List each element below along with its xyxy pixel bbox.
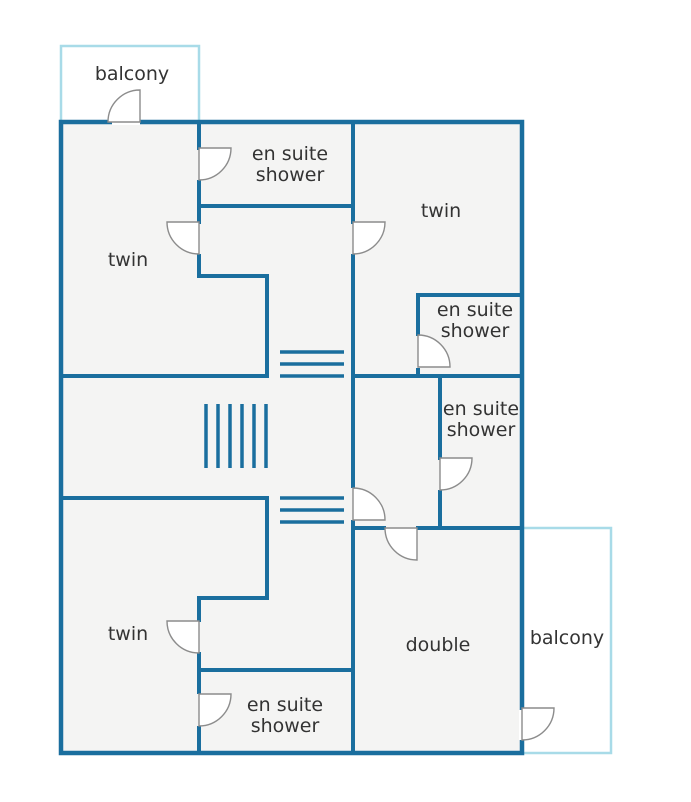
door-ensuite-right-mid-icon — [439, 457, 473, 491]
door-twin-top-left-icon — [166, 221, 200, 255]
twin-bottom-left-label: twin — [108, 623, 148, 645]
ensuite-bottom-label-2: shower — [251, 715, 320, 737]
twin-top-right-label: twin — [421, 200, 461, 222]
ensuite-top-left-label-2: shower — [256, 164, 325, 186]
door-ensuite-right-upper-icon — [417, 334, 451, 368]
door-ensuite-bottom-icon — [198, 693, 232, 727]
door-balcony-right-icon — [521, 707, 555, 741]
door-corridor-right-icon — [352, 487, 386, 521]
building-outline — [58, 119, 525, 756]
door-twin-bottom-left-icon — [166, 620, 200, 654]
door-balcony-top-icon — [107, 89, 141, 123]
double-label: double — [406, 634, 471, 656]
door-twin-top-right-icon — [352, 221, 386, 255]
doors — [107, 89, 555, 741]
balcony-right-label: balcony — [530, 627, 604, 649]
twin-top-left-label: twin — [108, 249, 148, 271]
balcony-top-label: balcony — [95, 63, 169, 85]
ensuite-right-mid-label-1: en suite — [443, 398, 519, 420]
ensuite-bottom-label-1: en suite — [247, 694, 323, 716]
door-ensuite-top-left-icon — [198, 147, 232, 181]
stairs-icon — [204, 350, 344, 524]
ensuite-right-upper-label-1: en suite — [437, 299, 513, 321]
ensuite-right-mid-label-2: shower — [447, 419, 516, 441]
ensuite-right-upper-label-2: shower — [441, 320, 510, 342]
door-double-icon — [384, 527, 418, 561]
ensuite-top-left-label-1: en suite — [252, 143, 328, 165]
